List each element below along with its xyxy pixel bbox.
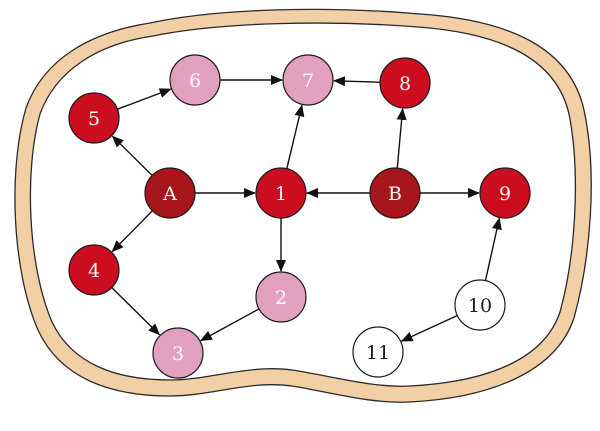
node-label-5: 5	[88, 108, 100, 130]
node-label-A: A	[162, 183, 177, 205]
node-circle-3	[152, 327, 204, 379]
node-circle-10	[454, 279, 506, 331]
node-circle-8	[379, 57, 431, 109]
node-label-10: 10	[468, 295, 492, 317]
node-7: 7	[282, 54, 334, 106]
node-circle-9	[479, 167, 531, 219]
node-circle-6	[169, 54, 221, 106]
edge-n4-to-n3	[111, 287, 161, 336]
node-2: 2	[255, 271, 307, 323]
edge-n8-to-n7	[332, 76, 381, 87]
edge-n10-to-n11	[400, 314, 458, 342]
node-circle-2	[255, 271, 307, 323]
node-circle-A	[144, 167, 196, 219]
node-label-1: 1	[275, 183, 287, 205]
edge-A-to-n5	[111, 135, 153, 176]
node-5: 5	[68, 92, 120, 144]
edge-B-to-n8	[396, 107, 407, 169]
edge-n10-to-n9	[484, 217, 502, 281]
node-label-3: 3	[172, 343, 184, 365]
node-A: A	[144, 167, 196, 219]
node-label-2: 2	[275, 287, 287, 309]
node-label-4: 4	[88, 260, 100, 282]
node-label-7: 7	[302, 70, 314, 92]
edges-layer	[111, 75, 502, 342]
node-label-11: 11	[366, 342, 390, 364]
edge-n5-to-n6	[117, 88, 172, 110]
node-1: 1	[255, 167, 307, 219]
node-label-8: 8	[399, 73, 411, 95]
node-8: 8	[379, 57, 431, 109]
node-B: B	[369, 167, 421, 219]
node-9: 9	[479, 167, 531, 219]
edge-A-to-n4	[111, 210, 153, 253]
node-10: 10	[454, 279, 506, 331]
edge-n2-to-n3	[199, 308, 260, 342]
nodes-layer: A B 1 4 5 8 9 2 3 6 7 10 11	[68, 54, 531, 379]
node-circle-11	[352, 326, 404, 378]
node-3: 3	[152, 327, 204, 379]
node-4: 4	[68, 244, 120, 296]
node-11: 11	[352, 326, 404, 378]
node-circle-B	[369, 167, 421, 219]
node-label-B: B	[388, 183, 402, 205]
node-label-6: 6	[189, 70, 201, 92]
node-circle-7	[282, 54, 334, 106]
edge-n1-to-n7	[286, 104, 305, 169]
node-circle-4	[68, 244, 120, 296]
node-circle-5	[68, 92, 120, 144]
node-6: 6	[169, 54, 221, 106]
node-circle-1	[255, 167, 307, 219]
node-label-9: 9	[499, 183, 511, 205]
